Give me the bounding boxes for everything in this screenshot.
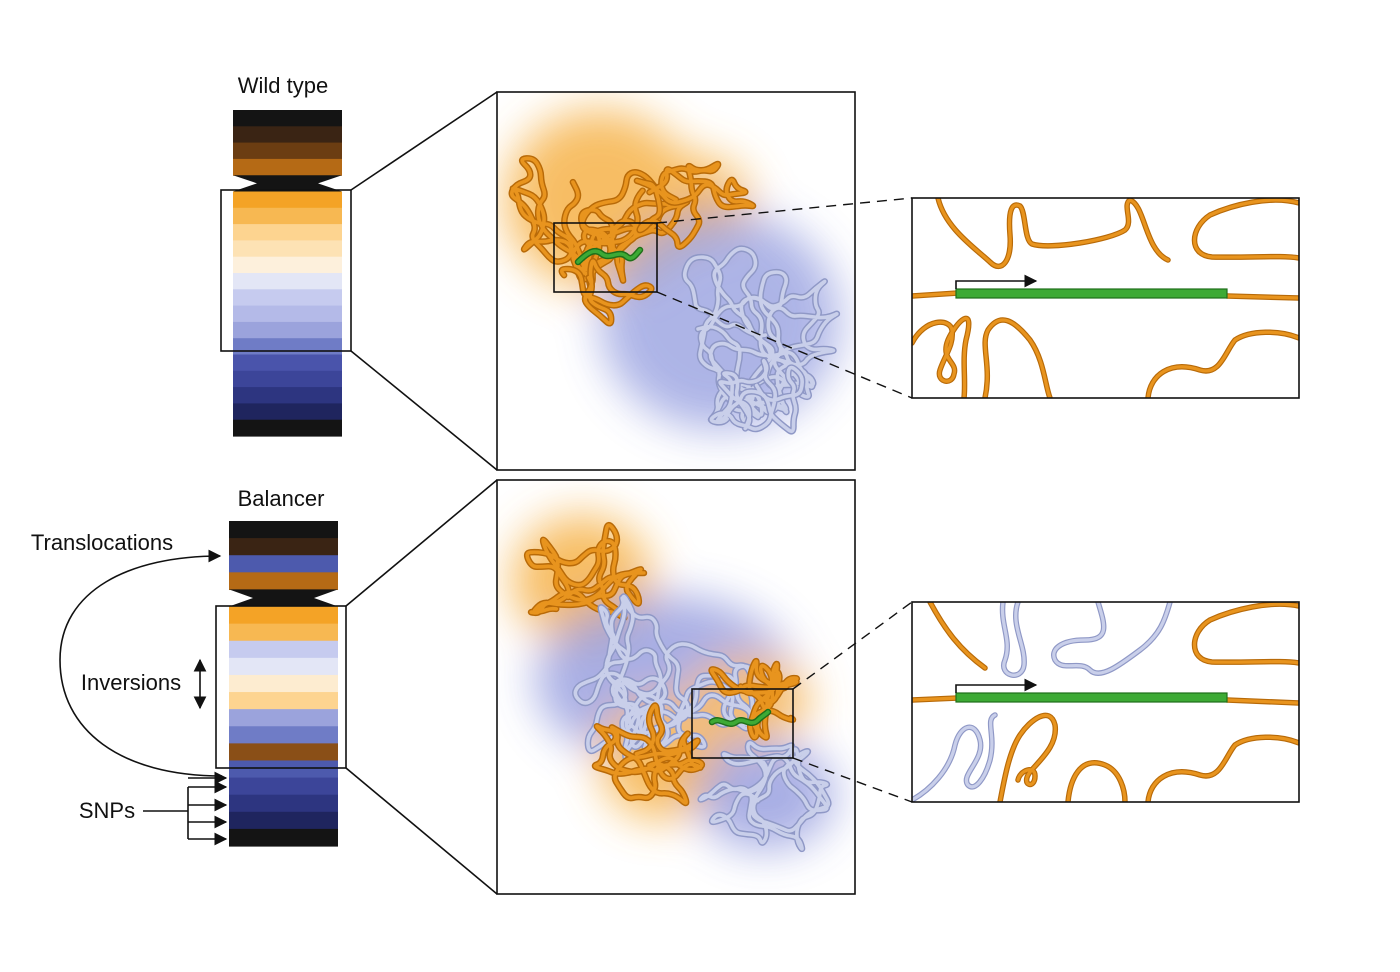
balancer-band bbox=[229, 692, 338, 710]
snps-label: SNPs bbox=[79, 798, 135, 823]
balancer-nucleus-panel bbox=[496, 479, 856, 895]
balancer-band bbox=[229, 777, 338, 796]
dashed-zoom-line bbox=[792, 601, 913, 690]
wild-type-band bbox=[233, 126, 342, 144]
balancer-band bbox=[229, 726, 338, 744]
gene-fiber bbox=[710, 710, 770, 726]
wild-type-band bbox=[233, 142, 342, 160]
wild-type-band bbox=[233, 387, 342, 404]
orange-chromatin-fiber bbox=[525, 523, 646, 620]
wild-type-band bbox=[233, 110, 342, 127]
balancer-band bbox=[229, 674, 338, 693]
balancer-band bbox=[229, 640, 338, 659]
zoom-line bbox=[350, 91, 498, 191]
gene-fiber bbox=[576, 248, 642, 264]
balancer-band bbox=[229, 589, 338, 607]
wild-type-band bbox=[233, 175, 342, 192]
balancer-band bbox=[229, 623, 338, 642]
orange-chromatin-fiber bbox=[635, 162, 755, 249]
gene-bar bbox=[955, 288, 1228, 299]
wild-type-band bbox=[233, 240, 342, 258]
balancer-selection-box bbox=[215, 605, 347, 769]
orange-chromatin-fiber bbox=[709, 659, 799, 740]
wild-type-band bbox=[233, 419, 342, 437]
zoom-line bbox=[345, 479, 498, 607]
wild-type-band bbox=[233, 224, 342, 241]
gene-bar bbox=[955, 692, 1228, 703]
balancer-band bbox=[229, 572, 338, 591]
wild-type-band bbox=[233, 273, 342, 290]
wild-type-band bbox=[233, 403, 342, 421]
balancer-band bbox=[229, 811, 338, 830]
balancer-band bbox=[229, 794, 338, 813]
blue-chromatin-fiber bbox=[682, 246, 839, 425]
blue-chromatin-fiber bbox=[698, 741, 831, 851]
balancer-gene-zoom-panel bbox=[911, 601, 1300, 803]
zoom-line bbox=[350, 350, 498, 471]
dashed-zoom-line bbox=[656, 291, 913, 399]
wild-type-gene-zoom-panel bbox=[911, 197, 1300, 399]
balancer-band bbox=[229, 743, 338, 762]
balancer-band bbox=[229, 760, 338, 779]
balancer-band bbox=[229, 606, 338, 625]
balancer-label: Balancer bbox=[238, 486, 325, 511]
balancer-band bbox=[229, 538, 338, 556]
translocation-arrow bbox=[59, 549, 223, 777]
gene-locus-selection-box bbox=[553, 222, 658, 293]
wild-type-band bbox=[233, 289, 342, 307]
wild-type-band bbox=[233, 158, 342, 176]
blue-chromatin-fiber bbox=[709, 358, 804, 434]
orange-chromatin-fiber bbox=[593, 703, 704, 805]
blue-chromatin-fiber bbox=[573, 594, 774, 762]
transcription-start-arrow bbox=[955, 678, 1038, 693]
dashed-zoom-line bbox=[792, 757, 913, 803]
wild-type-band bbox=[233, 256, 342, 274]
wild-type-band bbox=[233, 305, 342, 323]
wild-type-nucleus-panel bbox=[496, 91, 856, 471]
balancer-band bbox=[229, 657, 338, 676]
wild-type-label: Wild type bbox=[238, 73, 328, 98]
balancer-band bbox=[229, 828, 338, 847]
balancer-band bbox=[229, 555, 338, 573]
snp-arrows bbox=[143, 771, 228, 846]
transcription-start-arrow bbox=[955, 274, 1038, 289]
balancer-band bbox=[229, 709, 338, 727]
dashed-zoom-line bbox=[656, 197, 913, 224]
wild-type-band bbox=[233, 191, 342, 209]
zoom-line bbox=[345, 767, 498, 895]
wild-type-band bbox=[233, 338, 342, 356]
balancer-chromosome bbox=[229, 521, 338, 847]
gene-locus-selection-box bbox=[691, 688, 794, 759]
wild-type-selection-box bbox=[220, 189, 352, 352]
wild-type-band bbox=[233, 321, 342, 339]
translocations-label: Translocations bbox=[31, 530, 173, 555]
wild-type-band bbox=[233, 370, 342, 388]
wild-type-band bbox=[233, 354, 342, 372]
wild-type-chromosome bbox=[233, 110, 342, 437]
balancer-band bbox=[229, 521, 338, 539]
wild-type-band bbox=[233, 207, 342, 225]
inversions-label: Inversions bbox=[81, 670, 181, 695]
